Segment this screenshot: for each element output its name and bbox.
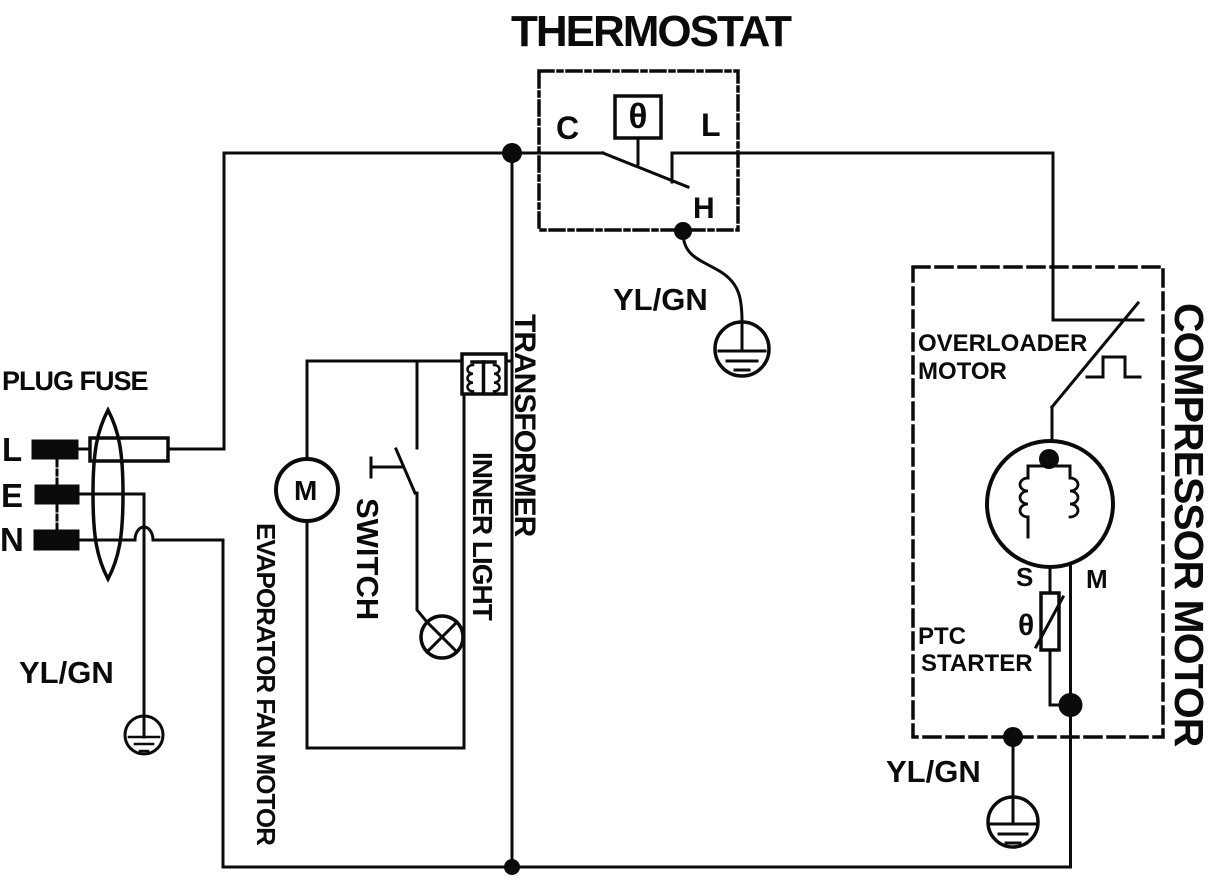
evaporator-fan-motor-label: EVAPORATOR FAN MOTOR: [251, 523, 281, 845]
terminal-label-e: E: [1, 477, 24, 514]
inner-light-lamp: [419, 614, 465, 660]
junction-dot-h-terminal: [674, 222, 692, 240]
thermostat-contact-blade: [601, 151, 690, 189]
junction-dot-winding-common: [1039, 449, 1059, 469]
terminal-pin-n: [33, 529, 80, 551]
junction-dot-ptc-main: [1058, 693, 1083, 717]
main-winding-coil: [1068, 476, 1080, 519]
ptc-theta-symbol: θ: [1018, 609, 1035, 642]
overload-protector-symbol: [1049, 300, 1142, 410]
terminal-pin-e: [34, 484, 80, 505]
overload-heater: [1085, 355, 1142, 379]
terminal-label-l: L: [2, 431, 23, 468]
junction-dot-top: [502, 143, 522, 163]
thermostat-terminal-h: H: [693, 192, 715, 225]
terminal-pin-l: [31, 439, 79, 460]
overload-blade: [1049, 300, 1141, 410]
switch-blade: [394, 447, 417, 495]
transformer-label: TRANSFORMER: [508, 314, 541, 537]
terminal-label-n: N: [0, 521, 24, 558]
evaporator-motor-letter: M: [294, 475, 318, 506]
earth-label-left: YL/GN: [19, 655, 114, 690]
thermostat-theta-symbol: θ: [628, 97, 648, 136]
compressor-enclosure-box: [911, 265, 1165, 739]
inner-light-label: INNER LIGHT: [467, 452, 498, 620]
compressor-motor-symbol: [985, 439, 1115, 569]
earth-symbol-thermostat: [713, 320, 771, 378]
earth-label-compressor: YL/GN: [886, 754, 981, 789]
fuse-symbol: [88, 436, 170, 463]
earth-symbol-left: [123, 714, 165, 756]
thermostat-symbol: [601, 94, 744, 324]
compressor-terminal-m: M: [1086, 564, 1108, 594]
overloader-label-line2: MOTOR: [918, 358, 1007, 385]
thermostat-terminal-l: L: [701, 107, 721, 143]
ptc-starter-symbol: [1033, 591, 1066, 652]
ptc-label-line2: STARTER: [921, 650, 1033, 677]
plug-fuse-label: PLUG FUSE: [2, 366, 149, 396]
junction-dots: [502, 143, 1083, 875]
earth-label-thermostat: YL/GN: [613, 282, 708, 317]
start-winding-coil: [1018, 476, 1030, 519]
door-switch-symbol: [369, 447, 417, 495]
switch-label: SWITCH: [350, 498, 385, 621]
ptc-label-line1: PTC: [918, 623, 966, 650]
junction-dot-case-earth: [1003, 727, 1023, 747]
earth-symbol-compressor: [986, 795, 1040, 849]
thermostat-earth-wire: [681, 232, 744, 324]
thermostat-enclosure-box: [537, 69, 740, 232]
evaporator-motor-circle: [274, 457, 340, 523]
thermostat-terminal-c: C: [556, 110, 580, 146]
diagram-title: THERMOSTAT: [511, 7, 792, 56]
overloader-label-line1: OVERLOADER: [918, 330, 1088, 357]
compressor-motor-label: COMPRESSOR MOTOR: [1166, 303, 1212, 747]
compressor-terminal-s: S: [1016, 562, 1034, 592]
junction-dot-bottom: [504, 859, 520, 875]
wires: [75, 151, 1145, 869]
transformer-symbol: [460, 352, 508, 396]
